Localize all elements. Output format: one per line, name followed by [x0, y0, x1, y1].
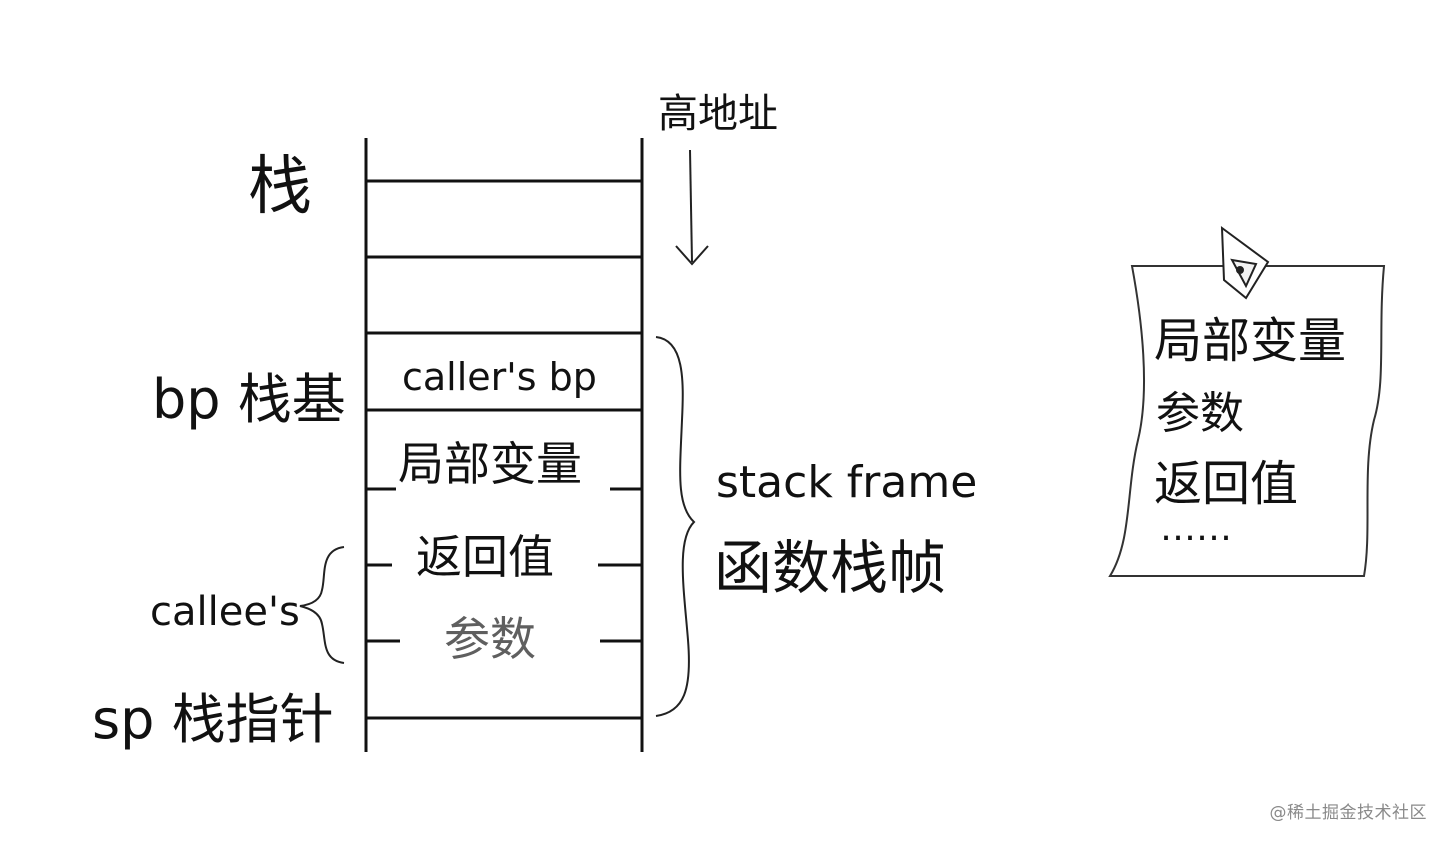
note-item-return: 返回值	[1154, 456, 1298, 512]
callees-label: callee's	[150, 589, 300, 635]
stack-slot-lines	[366, 179, 642, 720]
note-item-locals: 局部变量	[1154, 313, 1346, 369]
note-item-params: 参数	[1156, 388, 1244, 439]
note-item-ellipsis: ……	[1160, 508, 1232, 549]
stack-frame-label-en: stack frame	[716, 457, 977, 508]
sp-pointer-label: sp 栈指针	[92, 688, 334, 751]
watermark-text: @稀土掘金技术社区	[1269, 803, 1427, 823]
stack-rails	[364, 138, 644, 752]
pushpin-icon	[1220, 225, 1270, 300]
stack-title: 栈	[248, 150, 312, 224]
stack-slot-split-lines	[366, 487, 642, 643]
cell-return-value: 返回值	[416, 530, 554, 584]
stack-frame-label-cn: 函数栈帧	[714, 534, 946, 602]
stack-frame-brace	[655, 336, 696, 717]
cell-callers-bp: caller's bp	[402, 355, 597, 399]
bp-base-label: bp 栈基	[152, 368, 346, 431]
note-paper	[1108, 265, 1386, 577]
downward-arrow-icon	[675, 149, 709, 266]
callees-brace	[299, 546, 345, 664]
cell-local-variables: 局部变量	[398, 437, 582, 491]
cell-parameters: 参数	[444, 612, 536, 666]
high-address-label: 高地址	[658, 91, 778, 137]
pinned-note: 局部变量 参数 返回值 ……	[1108, 225, 1386, 577]
